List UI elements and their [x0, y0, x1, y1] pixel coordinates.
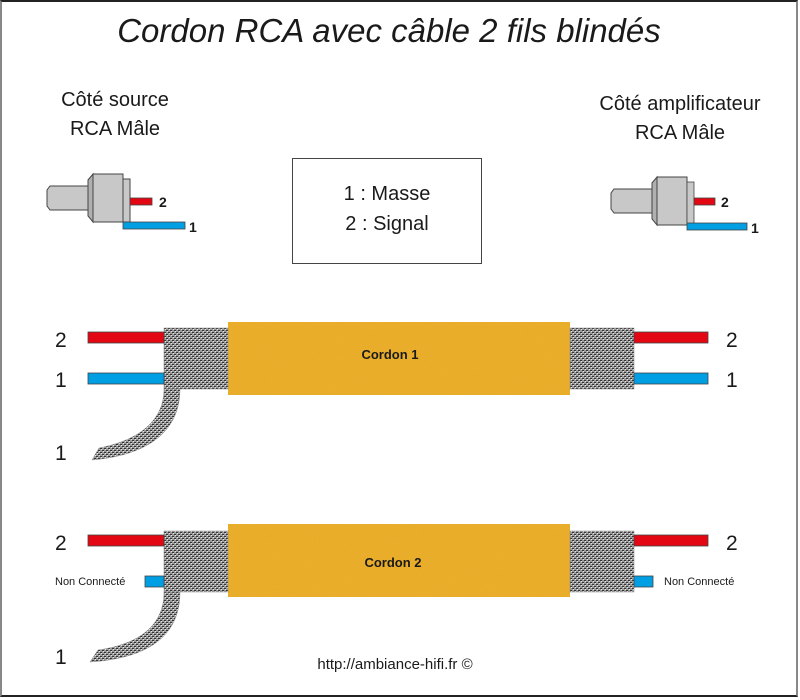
- legend-ground: 1 : Masse: [343, 183, 431, 205]
- rca-body: [92, 173, 124, 223]
- left-signal-num: 2: [55, 532, 67, 555]
- right-shield-braid: [569, 530, 635, 593]
- footer-credit: http://ambiance-hifi.fr ©: [317, 656, 473, 673]
- amp-side-line2: RCA Mâle: [634, 122, 726, 144]
- shield-pigtail: [91, 388, 181, 461]
- signal-wire: [693, 197, 716, 206]
- left-signal-wire: [87, 534, 165, 547]
- cable-jacket: [228, 322, 570, 395]
- source-rca-connector: 2 1: [46, 172, 197, 235]
- signal-wire: [129, 197, 153, 206]
- right-signal-wire: [633, 534, 709, 547]
- left-not-connected-label: Non Connecté: [55, 576, 125, 588]
- pin-label-ground: 1: [751, 220, 759, 236]
- legend-box: 1 : Masse 2 : Signal: [292, 158, 482, 264]
- pin-label-ground: 1: [189, 219, 197, 235]
- left-shield-braid: [163, 530, 229, 593]
- right-ground-wire: [633, 372, 709, 385]
- amp-side-line1: Côté amplificateur: [599, 93, 761, 115]
- rca-bevel: [651, 175, 658, 227]
- rca-pin: [610, 188, 653, 214]
- left-ground-wire-stub: [144, 575, 165, 588]
- legend-signal: 2 : Signal: [345, 213, 429, 235]
- pin-label-signal: 2: [159, 194, 167, 210]
- source-side-label: Côté source RCA Mâle: [30, 86, 200, 144]
- ground-wire: [122, 221, 186, 230]
- left-signal-num: 2: [55, 329, 67, 352]
- left-signal-wire: [87, 331, 165, 344]
- right-signal-num: 2: [726, 532, 738, 555]
- left-shield-braid: [163, 327, 229, 390]
- rca-body: [656, 176, 688, 226]
- left-ground-num: 1: [55, 369, 67, 392]
- ground-wire: [686, 222, 748, 231]
- cordon-2: Cordon 2 2 Non Connecté 1 2 Non Connecté: [55, 524, 738, 669]
- right-signal-wire: [633, 331, 709, 344]
- rca-bevel: [87, 172, 94, 224]
- cable-jacket: [228, 524, 570, 597]
- right-not-connected-label: Non Connecté: [664, 576, 734, 588]
- right-ground-num: 1: [726, 369, 738, 392]
- cordon-label: Cordon 2: [364, 555, 421, 570]
- shield-pigtail: [89, 591, 181, 663]
- amp-rca-connector: 2 1: [610, 175, 759, 236]
- right-shield-braid: [569, 327, 635, 390]
- shield-num: 1: [55, 646, 67, 669]
- rca-collar: [122, 178, 131, 223]
- amp-side-label: Côté amplificateur RCA Mâle: [570, 90, 790, 148]
- shield-num: 1: [55, 442, 67, 465]
- pin-label-signal: 2: [721, 194, 729, 210]
- right-signal-num: 2: [726, 329, 738, 352]
- left-ground-wire: [87, 372, 165, 385]
- rca-pin: [46, 185, 89, 211]
- cordon-label: Cordon 1: [361, 347, 418, 362]
- right-ground-wire-stub: [633, 575, 654, 588]
- cordon-1: Cordon 1 2 1 1 2 1: [55, 322, 738, 465]
- source-side-line2: RCA Mâle: [69, 118, 161, 140]
- diagram-title: Cordon RCA avec câble 2 fils blindés: [117, 12, 661, 49]
- rca-collar: [686, 181, 695, 226]
- source-side-line1: Côté source: [61, 89, 169, 111]
